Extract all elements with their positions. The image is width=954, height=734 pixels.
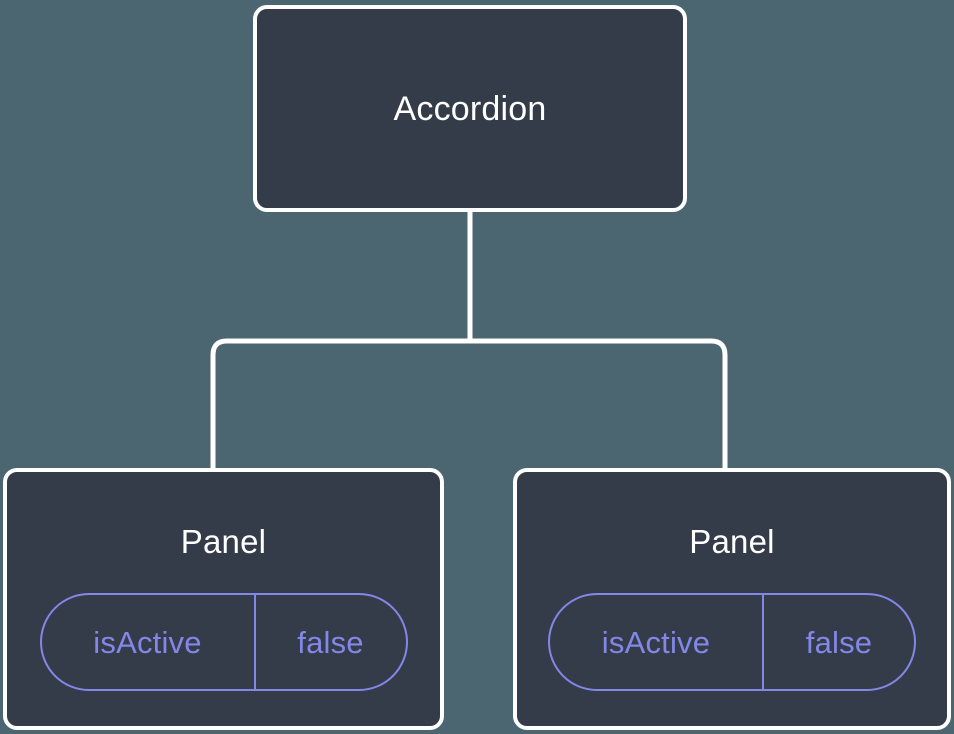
connector-branch-bus	[210, 338, 728, 474]
status-badge-panel-1[interactable]: isActive false	[548, 593, 916, 691]
status-badge-panel-1-key: isActive	[601, 624, 711, 660]
status-badge-panel-1-divider	[762, 595, 764, 689]
status-badge-panel-0-value: false	[297, 624, 364, 660]
status-badge-panel-0-divider	[253, 595, 256, 689]
node-panel-0-label: Panel	[180, 523, 267, 560]
node-accordion-label: Accordion	[393, 89, 547, 128]
status-badge-panel-0[interactable]: isActive false	[39, 593, 408, 691]
node-accordion[interactable]: Accordion	[253, 5, 687, 212]
node-panel-1[interactable]: Panel isActive false	[513, 468, 951, 730]
node-panel-0[interactable]: Panel isActive false	[3, 468, 444, 730]
status-badge-panel-0-key: isActive	[93, 624, 202, 660]
status-badge-panel-1-value: false	[805, 624, 873, 660]
node-panel-1-label: Panel	[689, 523, 775, 560]
